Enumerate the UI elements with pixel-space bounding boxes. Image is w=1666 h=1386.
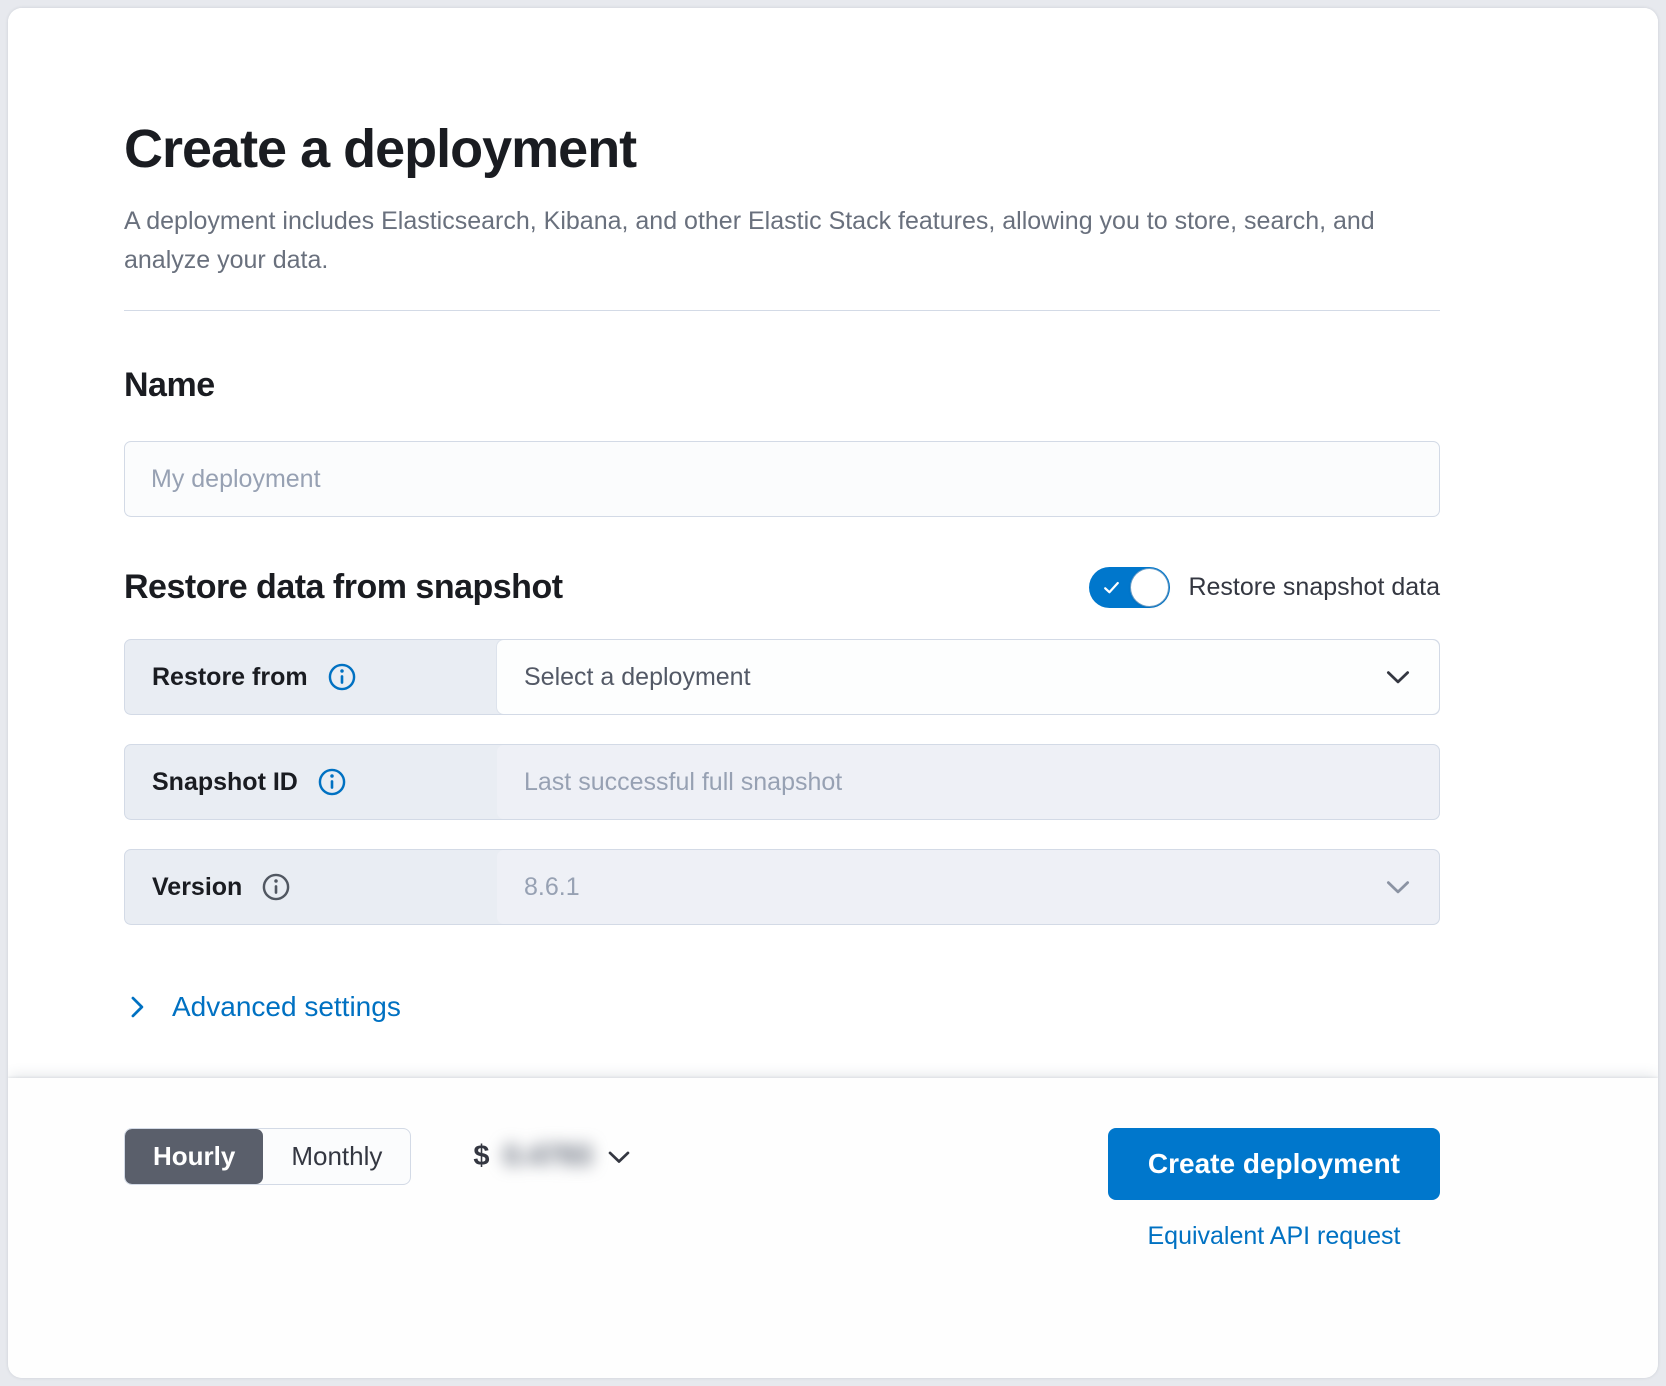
toggle-label: Restore snapshot data [1188,572,1440,601]
info-icon[interactable] [262,873,290,901]
snapshot-id-label-cell: Snapshot ID [125,745,497,819]
bottom-bar: Hourly Monthly $ 0.4793 Create deploymen… [8,1078,1658,1378]
billing-monthly-button[interactable]: Monthly [263,1129,410,1184]
restore-from-row: Restore from Select a deployment [124,639,1440,715]
equivalent-api-request-link[interactable]: Equivalent API request [1147,1222,1401,1250]
chevron-right-icon [131,996,144,1018]
create-deployment-button[interactable]: Create deployment [1107,1128,1440,1200]
billing-hourly-button[interactable]: Hourly [125,1129,264,1184]
snapshot-id-input [524,767,1412,797]
deployment-name-input[interactable] [124,441,1440,517]
chevron-down-icon [1386,671,1410,684]
chevron-down-icon [608,1151,630,1163]
check-icon [1104,581,1120,593]
main-panel: Create a deployment A deployment include… [8,8,1658,1078]
snapshot-id-row: Snapshot ID [124,744,1440,820]
price-currency: $ [473,1140,490,1172]
page-subtitle: A deployment includes Elasticsearch, Kib… [124,207,1375,274]
name-section-heading: Name [124,366,215,404]
price-breakdown-toggle[interactable]: $ 0.4793 [473,1128,632,1185]
restore-from-label-cell: Restore from [125,640,497,714]
restore-from-value: Select a deployment [524,662,751,691]
version-row: Version 8.6.1 [124,849,1440,925]
page-title: Create a deployment [124,119,637,179]
restore-from-select[interactable]: Select a deployment [497,640,1439,714]
info-icon[interactable] [328,663,356,691]
advanced-settings-label: Advanced settings [172,991,401,1022]
version-label: Version [152,872,243,901]
divider [124,310,1440,311]
chevron-down-icon [1386,881,1410,894]
restore-snapshot-toggle[interactable] [1089,566,1171,608]
price-amount-blurred: 0.4793 [503,1140,593,1172]
billing-period-control: Hourly Monthly [124,1128,412,1185]
restore-from-label: Restore from [152,662,308,691]
snapshot-id-label: Snapshot ID [152,767,298,796]
restore-section-heading: Restore data from snapshot [124,568,563,606]
version-value: 8.6.1 [524,872,580,901]
toggle-knob [1131,568,1169,606]
version-select: 8.6.1 [497,850,1439,924]
version-label-cell: Version [125,850,497,924]
snapshot-id-field [497,745,1439,819]
advanced-settings-link[interactable]: Advanced settings [124,991,401,1023]
create-deployment-card: Create a deployment A deployment include… [8,8,1658,1378]
info-icon[interactable] [318,768,346,796]
